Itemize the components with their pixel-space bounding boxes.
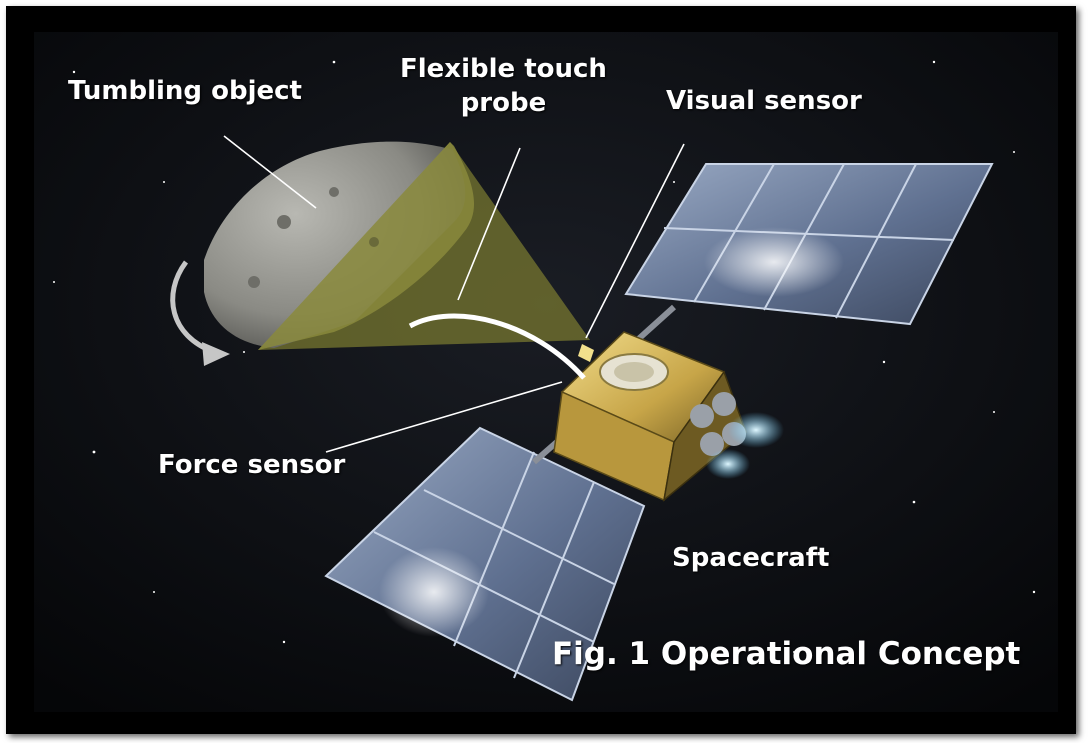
label-flexible-touch-probe: Flexible touch probe (400, 52, 607, 120)
space-scene (34, 32, 1058, 712)
spacecraft-bus (553, 331, 784, 502)
visual-sensor-head (578, 344, 594, 362)
flexible-touch-probe (408, 313, 586, 380)
label-flexible-touch-probe-line1: Flexible touch (400, 54, 607, 84)
figure-caption: Fig. 1 Operational Concept (552, 636, 1021, 672)
label-force-sensor: Force sensor (158, 450, 346, 480)
image-frame (6, 6, 1076, 734)
label-flexible-touch-probe-line2: probe (460, 88, 547, 118)
curved-arrow-icon (170, 260, 230, 366)
leader-lines (223, 135, 685, 453)
leader-force-sensor (325, 381, 563, 453)
scene-illustration (34, 32, 1058, 712)
starfield (53, 60, 1036, 653)
label-tumbling-object: Tumbling object (68, 76, 302, 106)
leader-tumbling-object (223, 135, 317, 209)
upper-solar-panel (624, 163, 994, 326)
lower-solar-panel (324, 426, 646, 702)
leader-flexible-probe (457, 147, 521, 301)
label-spacecraft: Spacecraft (672, 543, 830, 573)
tumbling-asteroid (204, 141, 475, 350)
label-visual-sensor: Visual sensor (666, 86, 862, 116)
leader-visual-sensor (585, 143, 685, 339)
